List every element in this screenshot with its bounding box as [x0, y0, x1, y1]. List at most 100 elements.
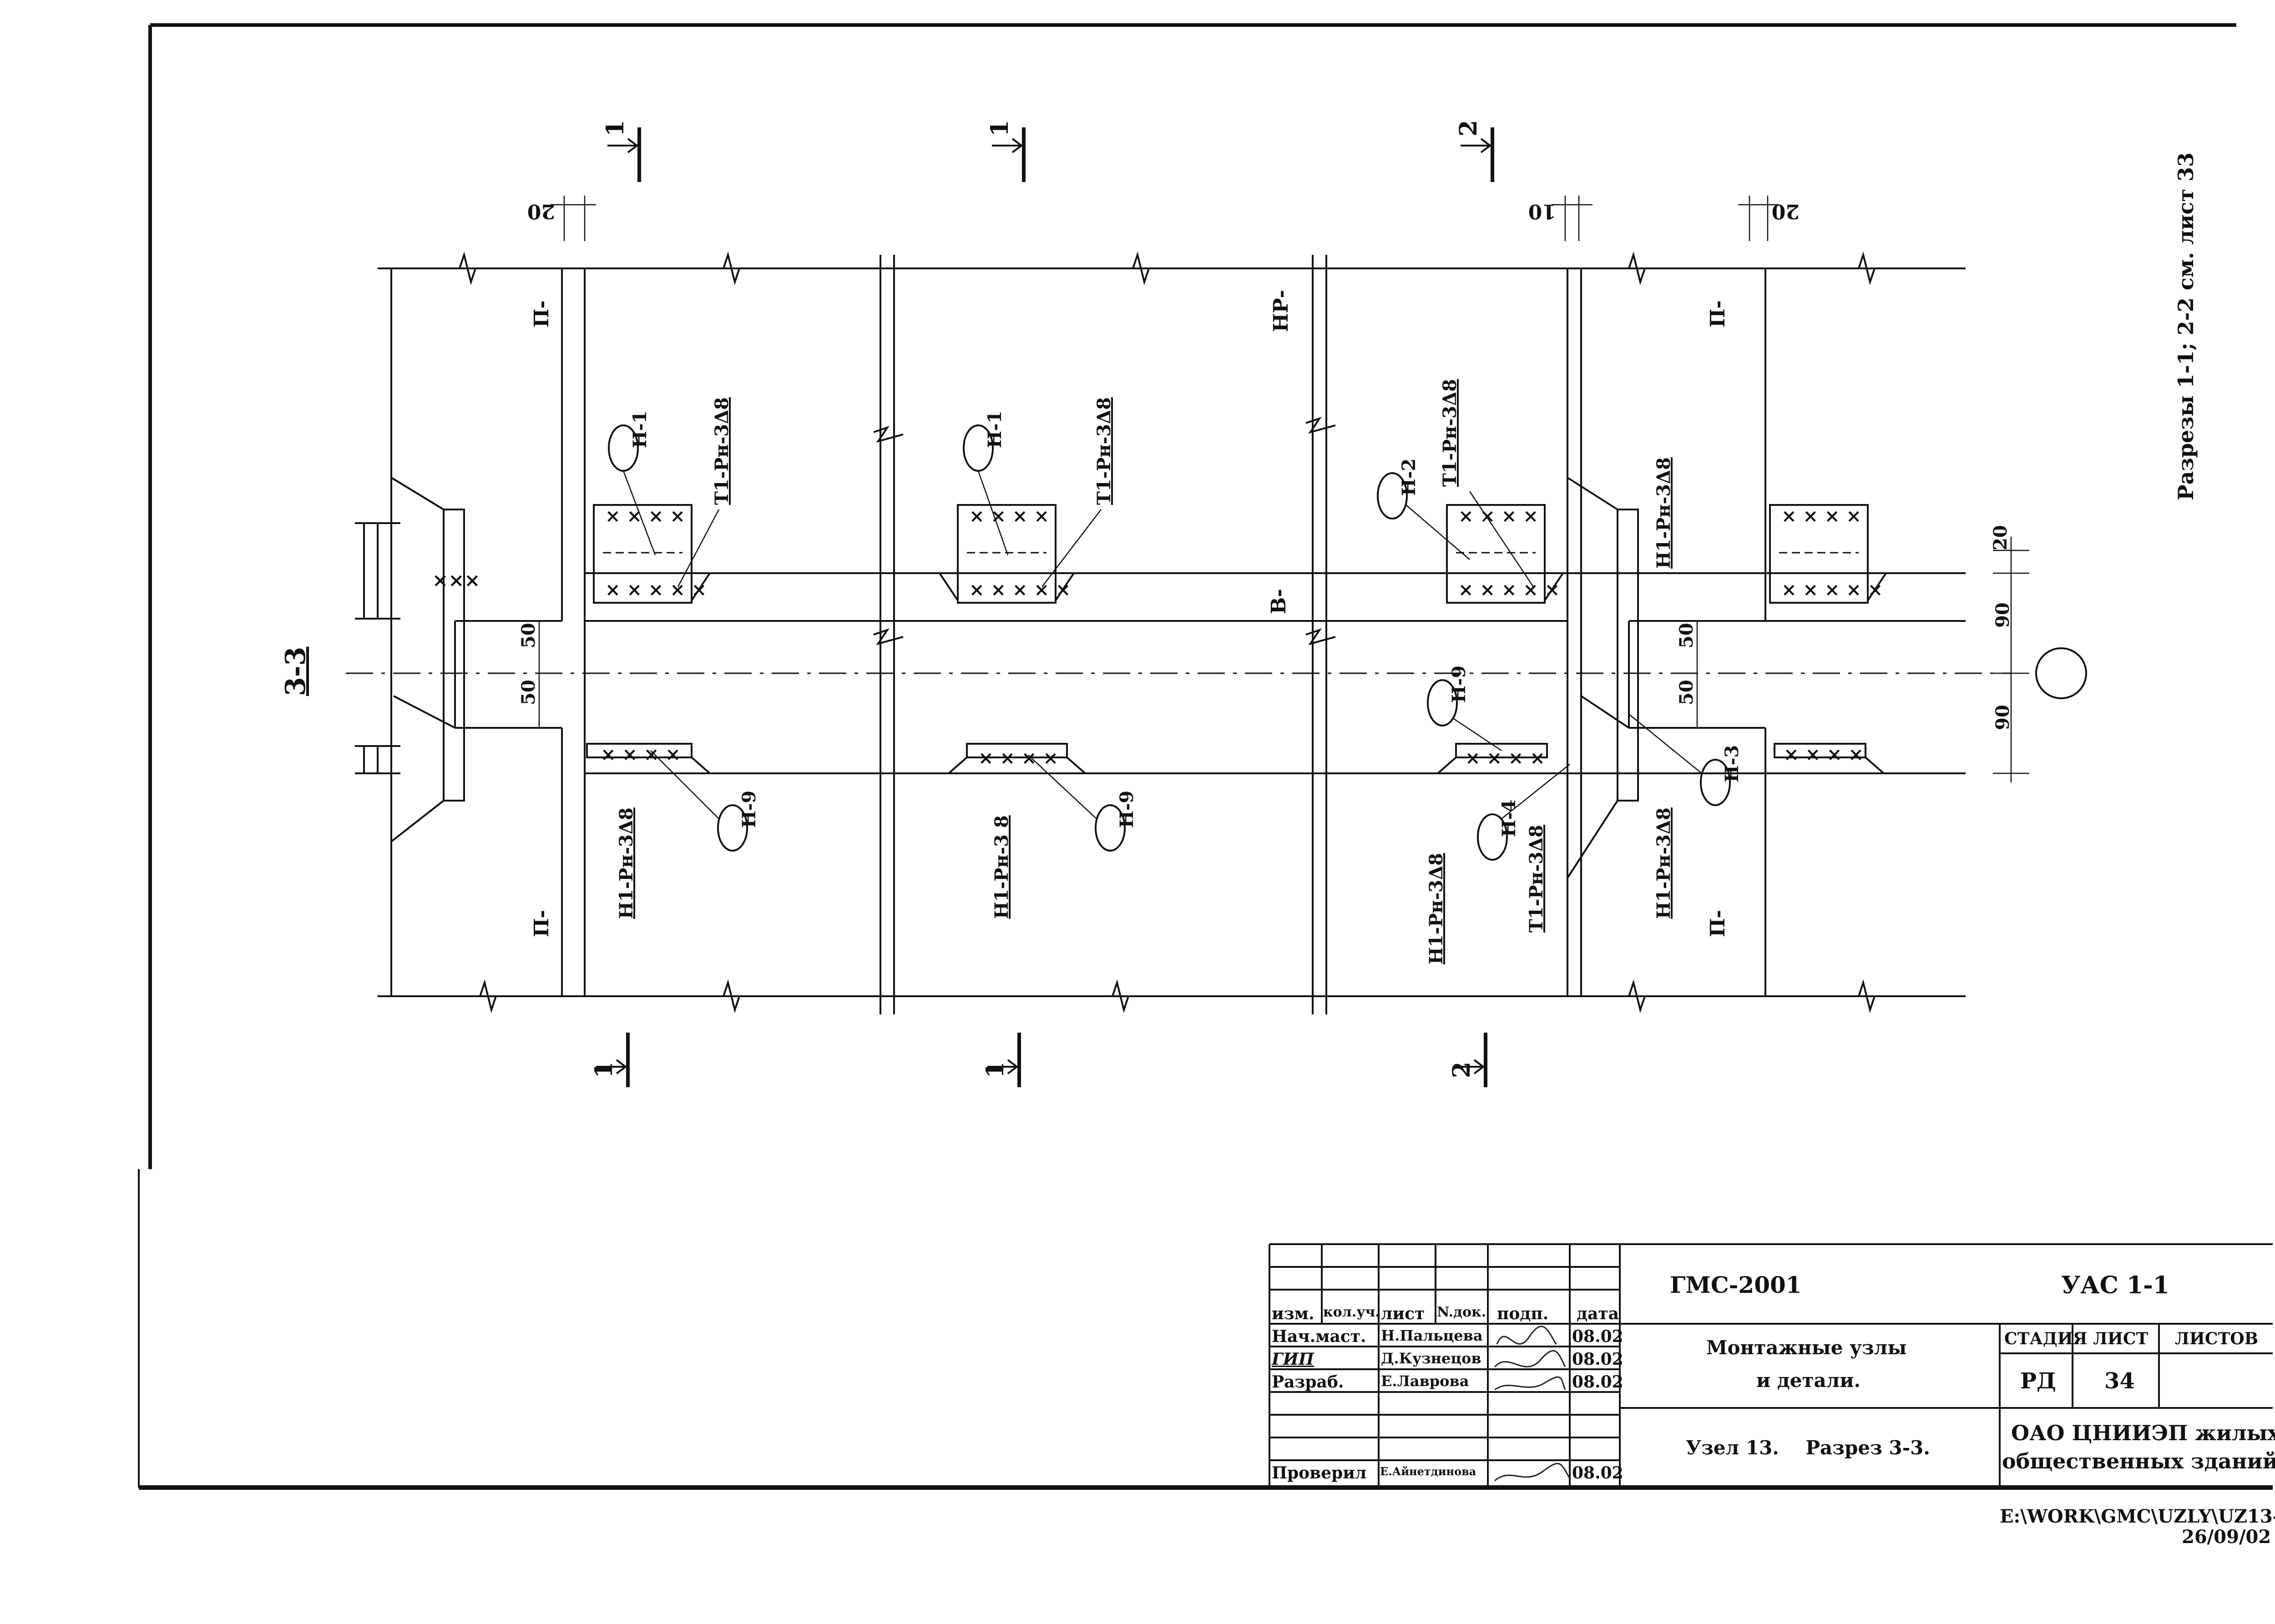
tb-date-3: 08.02	[1572, 1463, 1623, 1483]
svg-text:× × × ×: × × × ×	[1458, 505, 1538, 527]
signatures	[1494, 1326, 1571, 1482]
weld-t1-mid: Т1-Рн-3Δ8	[1093, 397, 1115, 505]
tb-col-list: лист	[1381, 1304, 1425, 1323]
label-p-bottom-left: П-	[530, 910, 553, 937]
tb-project-code: ГМС-2001	[1670, 1271, 1802, 1298]
callout-n9-left: Н-9	[738, 791, 760, 828]
tb-date-0: 08.02	[1572, 1327, 1623, 1346]
bottom-plates: × × × × × × × × × × × × × × × ×	[586, 743, 1885, 774]
weld-h1-mid: Н1-Рн-3 8	[991, 815, 1012, 919]
callout-n2: Н-2	[1398, 459, 1420, 496]
left-column-bracket: ×××	[355, 477, 480, 842]
tb-name-3: Е.Айнетдинова	[1380, 1465, 1476, 1478]
label-p-bottom-right: П-	[1706, 910, 1729, 937]
gap-dimensions: 20 10 20	[527, 196, 1800, 241]
tb-sheet: 34	[2104, 1368, 2135, 1394]
dim-20: 20	[1990, 525, 2011, 550]
callout-n1-left: Н-1	[629, 411, 651, 448]
tb-name-1: Д.Кузнецов	[1381, 1350, 1481, 1367]
callout-n9-mid: Н-9	[1116, 791, 1138, 828]
section-mark-bottom-2: 1	[981, 1062, 1009, 1078]
dimension-lines: 50 50 50 50 20 90 90	[518, 525, 2087, 782]
gap-dim-right: 20	[1772, 200, 1800, 223]
dim-90-top: 90	[1992, 602, 2013, 628]
svg-text:× × × ×: × × × ×	[1465, 747, 1545, 769]
svg-text:× × × ×: × × × ×	[1781, 505, 1861, 527]
callout-n1-mid: Н-1	[984, 411, 1006, 448]
sheet-frame	[138, 23, 2273, 1490]
label-p-top-right: П-	[1706, 300, 1729, 328]
tb-date-2: 08.02	[1572, 1372, 1623, 1392]
weld-t1-right-bot: Т1-Рн-3Δ8	[1526, 825, 1547, 933]
svg-text:× × × × ×: × × × × ×	[1458, 579, 1560, 600]
dim-90-bot: 90	[1992, 705, 2013, 730]
tb-role-1: ГИП	[1272, 1350, 1314, 1369]
panel-labels: П- П- НР- В- П- П-	[530, 290, 1729, 937]
side-note: Разрезы 1-1; 2-2 см. лист 33	[2174, 152, 2198, 500]
weld-t1-left: Т1-Рн-3Δ8	[711, 397, 733, 505]
weld-notes: Т1-Рн-3Δ8 Т1-Рн-3Δ8 Т1-Рн-3Δ8 Н1-Рн-3Δ8 …	[616, 379, 1674, 964]
tb-title-1: Монтажные узлы	[1706, 1337, 1907, 1359]
svg-text:× × × ×: × × × ×	[601, 744, 681, 765]
tb-role-0: Нач.маст.	[1272, 1327, 1366, 1346]
section-title: 3-3	[280, 647, 312, 696]
tb-name-2: Е.Лаврова	[1381, 1372, 1469, 1390]
weld-h1-far-right: Н1-Рн-3Δ8	[1653, 807, 1674, 919]
tb-org-2: общественных зданий	[2002, 1449, 2275, 1473]
weld-t1-right: Т1-Рн-3Δ8	[1439, 379, 1461, 487]
tb-col-kol: кол.уч.	[1323, 1304, 1380, 1320]
wall-panels	[390, 255, 1766, 1014]
section-mark-top-1: 1	[602, 120, 629, 136]
svg-text:× × × ×: × × × ×	[978, 747, 1058, 769]
weld-h1-right: Н1-Рн-3Δ8	[1426, 853, 1447, 964]
dim-50-right-bot: 50	[1676, 680, 1697, 705]
tb-role-2: Разраб.	[1272, 1372, 1344, 1392]
svg-text:× × × ×: × × × ×	[605, 505, 685, 527]
tb-stage: РД	[2020, 1368, 2056, 1394]
tb-col-izm: изм.	[1272, 1304, 1314, 1323]
label-v: В-	[1267, 589, 1290, 614]
tb-title-2: и детали.	[1756, 1369, 1861, 1392]
section-mark-top-3: 2	[1455, 120, 1482, 136]
svg-text:× × × × ×: × × × × ×	[605, 579, 707, 600]
section-mark-top-2: 1	[986, 120, 1014, 136]
file-path: E:\WORK\GMC\UZLY\UZ13-R	[2000, 1506, 2275, 1527]
tb-col-ndok: N.док.	[1437, 1304, 1486, 1320]
right-column-bracket	[1567, 477, 1639, 879]
tb-col-podp: подп.	[1497, 1304, 1549, 1323]
gap-dim-mid-right: 10	[1528, 200, 1556, 223]
tb-col-stage: СТАДИЯ	[2004, 1329, 2088, 1348]
tb-role-3: Проверил	[1272, 1463, 1367, 1483]
tb-date-1: 08.02	[1572, 1350, 1623, 1369]
svg-text:× × × ×: × × × ×	[969, 505, 1049, 527]
weld-h1-left: Н1-Рн-3Δ8	[616, 807, 637, 919]
insulation-blocks-top: × × × × × × × × × × × × × × × × × × × × …	[593, 504, 1888, 604]
label-hr: НР-	[1269, 290, 1293, 332]
svg-text:×××: ×××	[432, 569, 480, 591]
tb-org-1: ОАО ЦНИИЭП жилых и	[2011, 1421, 2275, 1445]
slab-outline	[378, 251, 1966, 1014]
tb-doc-code: УАС 1-1	[2061, 1271, 2169, 1299]
dim-50-left-bot: 50	[518, 680, 539, 705]
callout-n3: Н-3	[1721, 745, 1743, 782]
callouts: Н-1 Н-1 Н-2 Н-9 Н-9 Н-9 Н-3 Н-4	[608, 411, 1743, 861]
tb-col-data: дата	[1577, 1304, 1619, 1323]
file-date: 26/09/02	[2182, 1526, 2271, 1548]
weld-h1-right-top: Н1-Рн-3Δ8	[1653, 457, 1674, 569]
tb-col-sheets: ЛИСТОВ	[2175, 1329, 2259, 1348]
tb-col-sheet: ЛИСТ	[2093, 1329, 2149, 1348]
svg-text:× × × ×: × × × ×	[1784, 744, 1864, 765]
dim-50-right-top: 50	[1676, 623, 1697, 648]
section-mark-bottom-3: 2	[1448, 1062, 1476, 1078]
section-marks-top: 1 1 2	[602, 120, 1494, 182]
svg-text:× × × × ×: × × × × ×	[969, 579, 1071, 600]
title-block-grid	[1269, 1243, 2273, 1488]
section-marks-bottom: 1 1 2	[590, 1033, 1487, 1087]
gap-dim-left: 20	[527, 200, 555, 223]
callout-n9-right: Н-9	[1448, 666, 1470, 703]
section-mark-bottom-1: 1	[590, 1062, 618, 1078]
tb-subtitle: Узел 13. Разрез 3-3.	[1686, 1437, 1931, 1459]
svg-text:× × × × ×: × × × × ×	[1781, 579, 1883, 600]
dim-50-left-top: 50	[518, 623, 539, 648]
